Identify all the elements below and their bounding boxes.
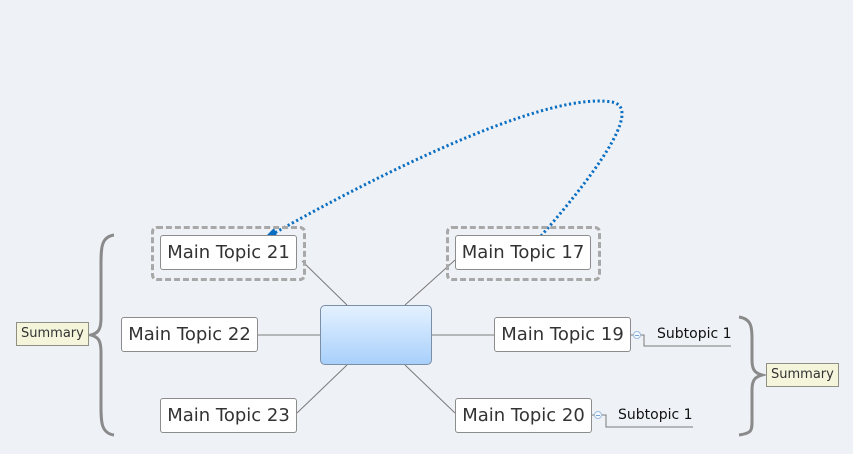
main-topic-19[interactable]: Main Topic 19 (494, 317, 631, 352)
main-topic-23[interactable]: Main Topic 23 (160, 398, 297, 433)
main-topic-17[interactable]: Main Topic 17 (455, 235, 591, 270)
summary-brace-left (85, 233, 115, 437)
connector-topic-23 (296, 364, 348, 414)
connector-topic-20 (404, 364, 456, 414)
collapse-toggle-topic-19[interactable] (633, 331, 641, 339)
central-topic[interactable] (320, 305, 432, 365)
main-topic-20[interactable]: Main Topic 20 (455, 398, 592, 433)
main-topic-22[interactable]: Main Topic 22 (121, 317, 258, 352)
connector-topic-21 (301, 260, 348, 306)
subtopic-topic-19[interactable]: Subtopic 1 (657, 326, 732, 342)
collapse-toggle-topic-20[interactable] (594, 411, 602, 419)
selection-ring-topic-17 (446, 226, 601, 281)
relationship-line[interactable] (270, 99, 624, 237)
summary-left[interactable]: Summary (16, 322, 89, 346)
summary-right[interactable]: Summary (766, 363, 839, 387)
main-topic-21[interactable]: Main Topic 21 (160, 235, 297, 270)
summary-brace-right (738, 315, 768, 437)
selection-ring-topic-21 (151, 226, 306, 281)
subtopic-topic-20[interactable]: Subtopic 1 (618, 407, 693, 423)
